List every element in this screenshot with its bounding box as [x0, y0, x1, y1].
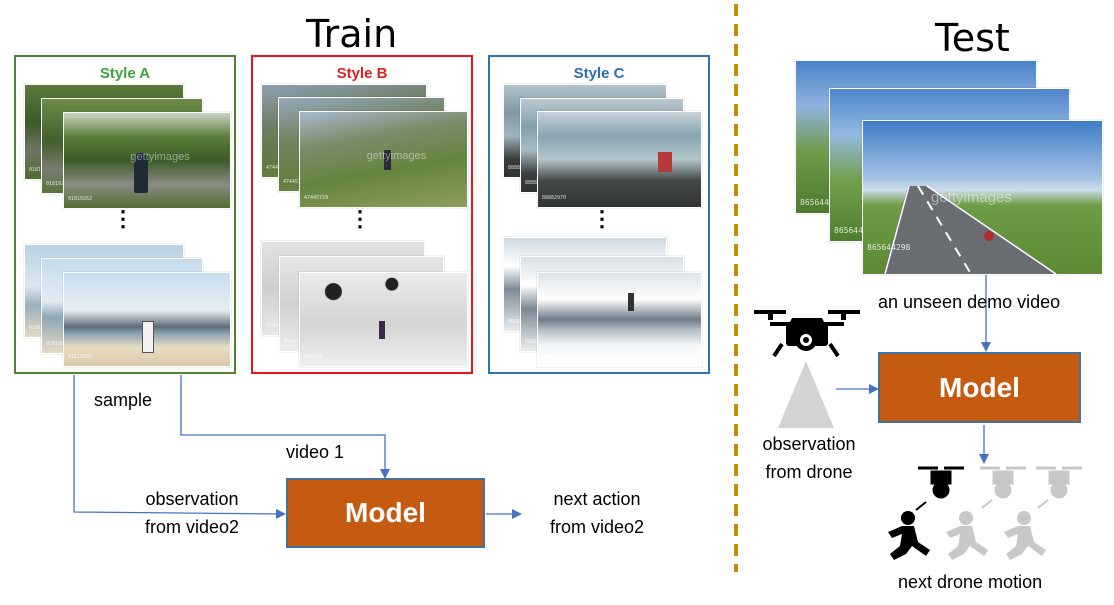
demo-frame-front: gettyimages 865644298: [862, 120, 1103, 275]
sample-label: sample: [94, 390, 153, 410]
style-a-frame-front-2: 01819292: [63, 272, 231, 367]
next-drone-motion-label: next drone motion: [898, 572, 1043, 592]
style-b-frame-front: gettyimages 47445729: [299, 111, 468, 208]
drone-icon: [754, 310, 860, 358]
style-a-box: Style A 01819292 01819292 gettyimages 01…: [14, 55, 236, 374]
train-title: Train: [306, 12, 398, 56]
test-title: Test: [935, 16, 1010, 60]
test-model-box: Model: [878, 352, 1081, 423]
person-silhouette: [142, 321, 154, 353]
drone-icon: [1036, 466, 1082, 509]
unseen-demo-label: an unseen demo video: [878, 292, 1061, 312]
style-b-frame-front-2: 474457: [299, 272, 468, 367]
person-silhouette: [658, 152, 672, 172]
drone-observation-graphic: [754, 310, 860, 428]
next-action-label: next action from video2: [549, 489, 645, 537]
observation-arrow: [73, 375, 286, 519]
road-graphic: [883, 185, 1058, 274]
video1-label: video 1: [286, 442, 345, 462]
drone-motion-graphic: [888, 466, 1082, 560]
observation-video2-label: observation from video2: [144, 489, 240, 537]
style-c-frame-front: 88882970: [537, 111, 702, 208]
style-c-label: Style C: [573, 65, 625, 82]
camera-view-cone: [778, 361, 834, 428]
observation-drone-label: observation from drone: [762, 434, 856, 482]
video1-arrow: [180, 375, 390, 479]
style-a-label: Style A: [99, 65, 151, 82]
runner-icon: [946, 511, 988, 560]
drone-icon: [980, 466, 1026, 509]
train-model-box: Model: [286, 478, 485, 548]
person-silhouette: [134, 153, 148, 193]
style-c-box: Style C 8888 8888 88882970 ⋮ 8888 8888 8…: [488, 55, 710, 374]
runner-icon: [888, 511, 930, 560]
person-silhouette: [628, 293, 634, 311]
train-test-divider: [734, 4, 738, 572]
runner-icon: [1004, 511, 1046, 560]
style-c-frame-front-2: 8888: [537, 272, 702, 367]
drone-icon: [915, 466, 964, 511]
style-b-box: Style B 474457 474457 gettyimages 474457…: [251, 55, 473, 374]
style-b-label: Style B: [336, 65, 388, 82]
style-a-frame-front: gettyimages 01819262: [63, 112, 231, 209]
person-silhouette: [379, 321, 385, 339]
person-silhouette: [384, 150, 391, 170]
